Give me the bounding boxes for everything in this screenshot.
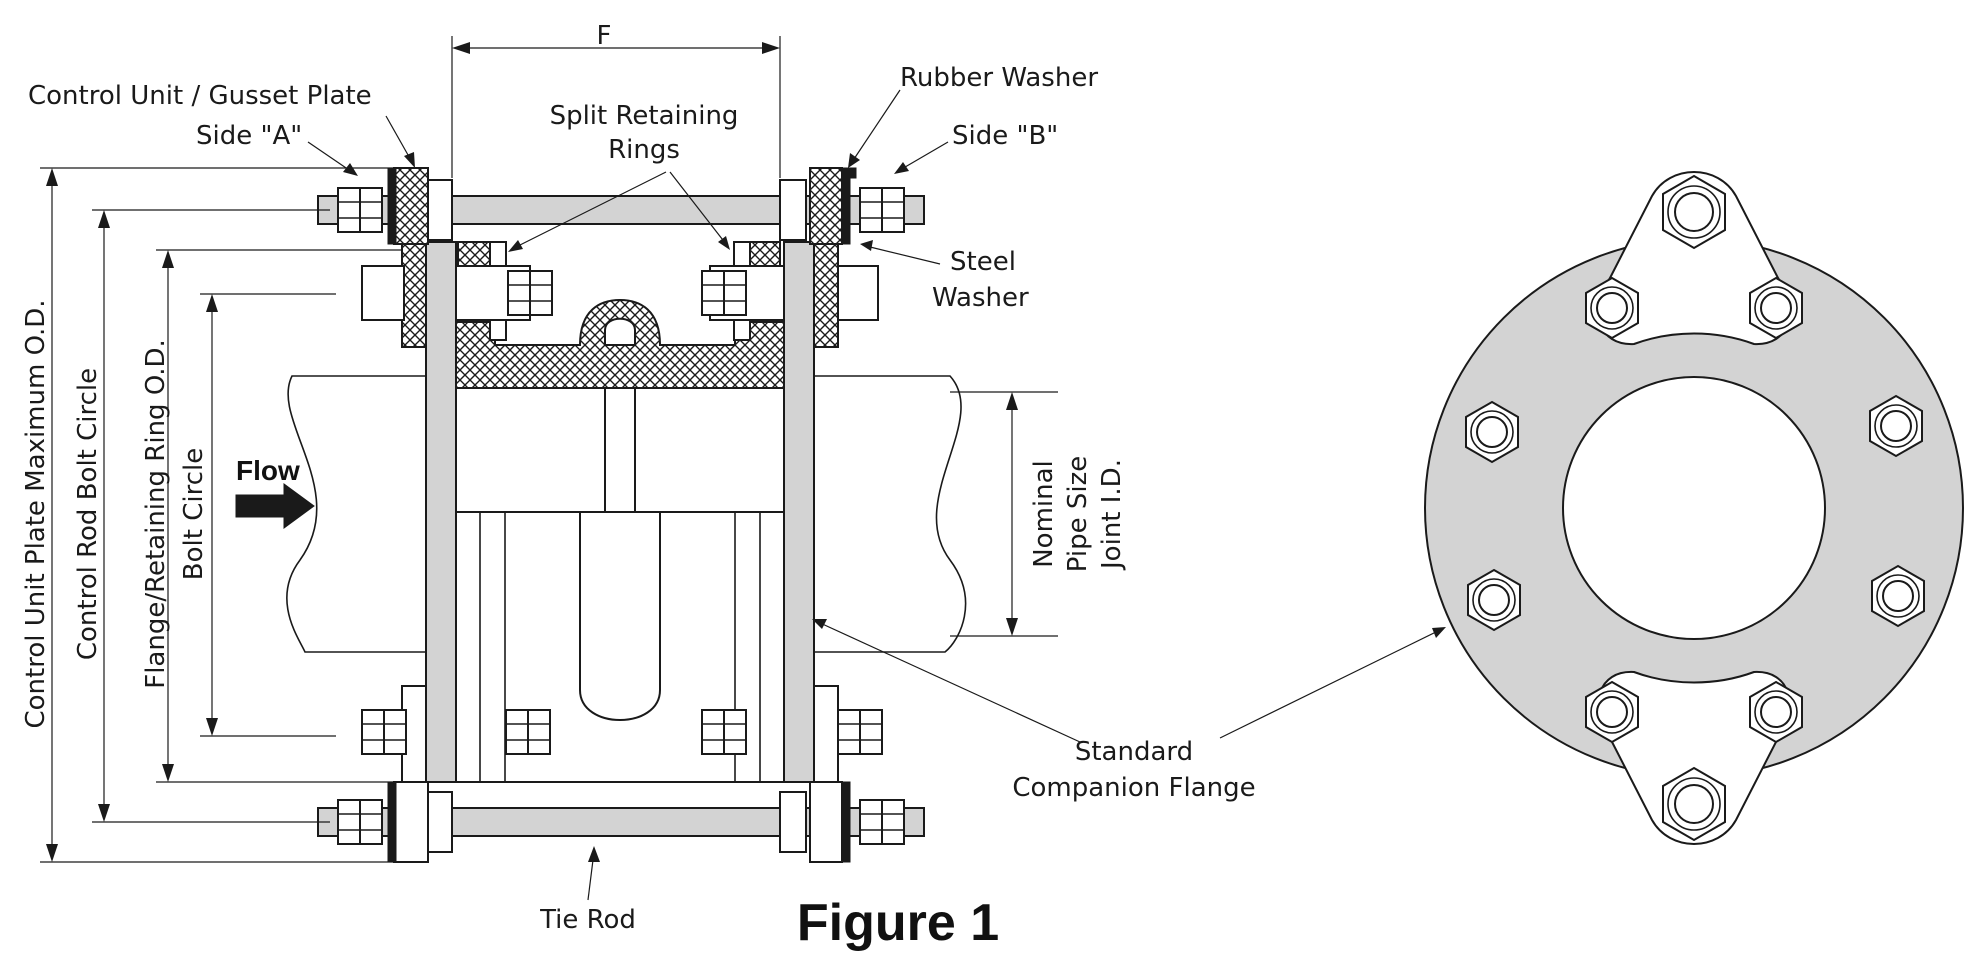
label-pipe-size: Pipe Size <box>1063 456 1093 572</box>
leader-lines <box>307 89 1446 901</box>
label-bolt-circle: Bolt Circle <box>179 448 209 580</box>
label-steel-washer-2: Washer <box>932 283 1029 313</box>
flange-left <box>425 241 457 783</box>
label-standard-companion-flange-1: Standard <box>1075 737 1193 767</box>
label-flow: Flow <box>236 455 300 486</box>
figure-title: Figure 1 <box>797 894 999 952</box>
left-pipe-outline <box>286 375 430 653</box>
label-side-a: Side "A" <box>196 121 302 151</box>
label-tie-rod: Tie Rod <box>539 905 636 935</box>
label-side-b: Side "B" <box>952 121 1058 151</box>
flow-arrow <box>235 483 315 529</box>
label-standard-companion-flange-2: Companion Flange <box>1012 773 1255 803</box>
label-joint-id: Joint I.D. <box>1097 459 1127 571</box>
label-rubber-washer: Rubber Washer <box>900 63 1098 93</box>
label-control-unit-plate-max-od: Control Unit Plate Maximum O.D. <box>21 299 51 728</box>
gusset-rubber-right <box>813 241 839 348</box>
label-flange-retaining-ring-od: Flange/Retaining Ring O.D. <box>141 339 171 689</box>
label-control-unit-gusset-plate: Control Unit / Gusset Plate <box>28 81 372 111</box>
companion-flange-bore <box>1562 376 1826 640</box>
label-control-rod-bolt-circle: Control Rod Bolt Circle <box>73 368 103 660</box>
gusset-plate-top <box>1597 171 1791 346</box>
label-dimension-f: F <box>597 21 612 51</box>
right-pipe-outline <box>810 375 967 653</box>
labels: Control Unit / Gusset Plate Side "A" F S… <box>21 21 1256 952</box>
dimensions <box>40 36 1058 863</box>
gusset-rubber-left <box>401 241 427 348</box>
label-split-retaining-rings-1: Split Retaining <box>550 101 739 131</box>
label-nominal: Nominal <box>1029 460 1059 568</box>
flange-right <box>783 241 815 783</box>
label-split-retaining-rings-2: Rings <box>608 135 680 165</box>
gusset-plate-bottom <box>1597 670 1791 845</box>
label-steel-washer-1: Steel <box>950 247 1016 277</box>
section-view <box>235 167 967 863</box>
flange-face-view <box>1424 171 1964 845</box>
